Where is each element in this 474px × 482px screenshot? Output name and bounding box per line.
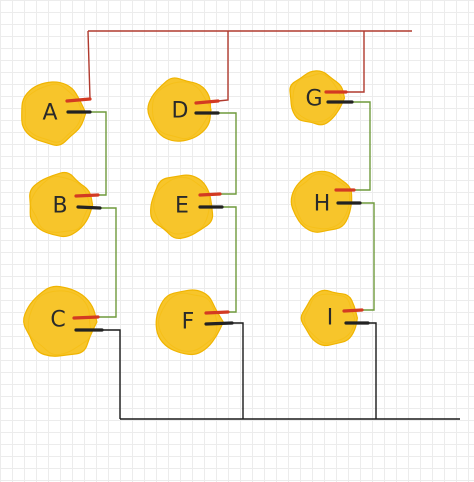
red-wire-to-d: [217, 31, 229, 102]
node-i-red-lead: [342, 308, 364, 313]
node-e-blob: [150, 174, 214, 240]
node-d-blob: [147, 77, 212, 142]
node-h-blob: [290, 170, 353, 233]
node-a-red-lead: [65, 97, 92, 103]
node-i: I: [300, 289, 370, 347]
node-g-label: G: [305, 87, 322, 112]
green-wire-h-i: [360, 202, 375, 311]
node-c-blob-texture: [27, 290, 92, 356]
node-f-red-lead: [204, 310, 230, 315]
node-f-label: F: [182, 310, 195, 335]
black-wire-from-c: [102, 329, 121, 419]
red-wire-to-a: [87, 30, 91, 100]
node-b-blob-texture: [30, 175, 91, 233]
node-d: D: [147, 77, 220, 142]
node-g-blob-texture: [292, 73, 342, 123]
node-b-label: B: [52, 194, 67, 219]
node-g: G: [289, 70, 354, 126]
node-h-label: H: [314, 192, 331, 217]
node-d-label: D: [172, 99, 189, 124]
node-c-label: C: [50, 308, 65, 333]
node-b-black-lead: [76, 205, 102, 210]
red-wire-to-g: [346, 31, 365, 93]
node-d-red-lead: [194, 99, 220, 105]
node-c-red-lead: [72, 315, 100, 320]
node-d-blob-texture: [151, 81, 213, 140]
node-b-blob: [29, 171, 94, 238]
node-i-label: I: [327, 306, 334, 331]
node-a-blob-texture: [24, 83, 83, 143]
green-wire-g-h: [352, 101, 371, 191]
node-e-label: E: [175, 194, 189, 219]
node-b-red-lead: [74, 193, 100, 198]
green-wire-b-c: [98, 207, 117, 318]
green-wire-a-b: [90, 111, 107, 196]
node-e: E: [150, 174, 224, 240]
node-i-blob-texture: [303, 293, 356, 344]
node-i-blob: [300, 289, 359, 347]
node-c-blob: [23, 285, 98, 357]
green-wire-e-f: [222, 206, 237, 313]
node-g-blob: [289, 70, 346, 126]
node-b: B: [29, 171, 102, 238]
node-f-blob-texture: [158, 292, 218, 352]
black-wire-from-i: [368, 322, 377, 419]
node-h: H: [290, 170, 362, 233]
node-f-black-lead: [204, 321, 234, 326]
node-h-blob-texture: [294, 173, 351, 230]
node-e-red-lead: [198, 192, 222, 197]
black-wire-from-f: [232, 322, 244, 419]
node-a: A: [21, 81, 92, 146]
node-f: F: [155, 289, 234, 356]
green-wire-d-e: [218, 112, 237, 195]
node-a-label: A: [42, 101, 57, 126]
node-a-blob: [21, 81, 87, 146]
node-f-blob: [155, 289, 224, 356]
node-e-blob-texture: [153, 176, 211, 235]
node-c: C: [23, 285, 104, 357]
